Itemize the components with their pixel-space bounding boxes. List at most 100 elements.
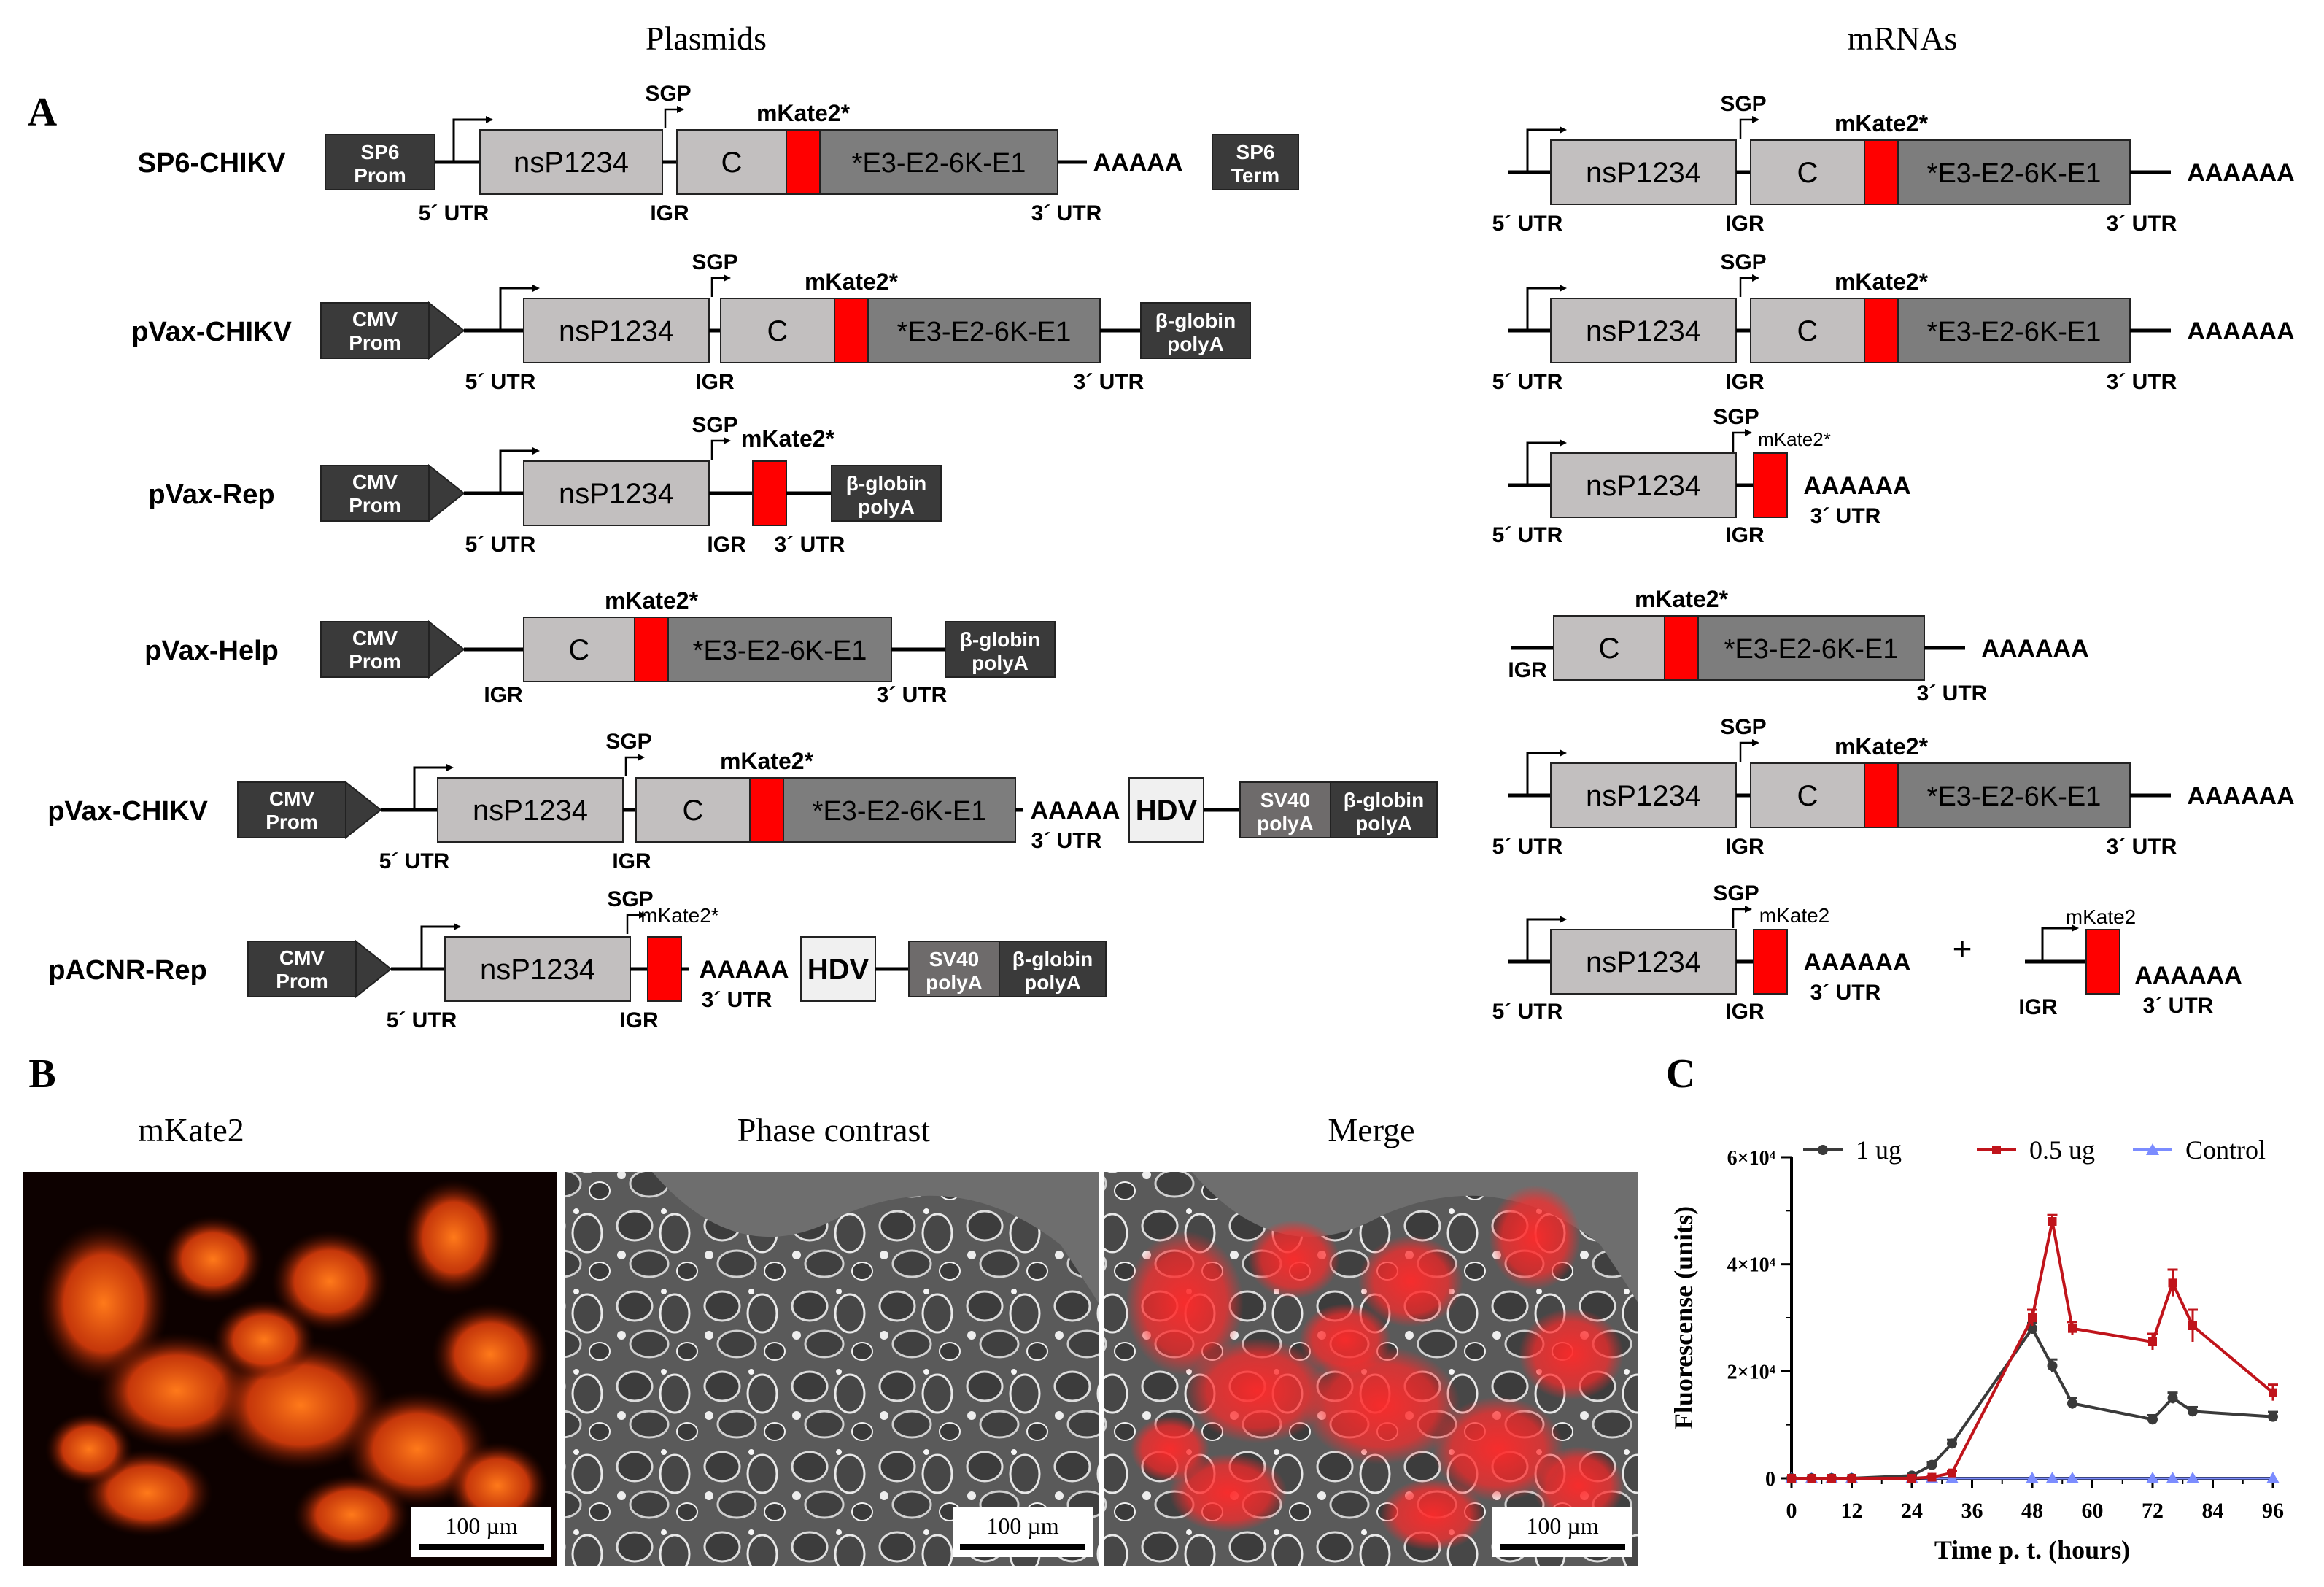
merge-fluorescent-cell <box>1126 1231 1244 1375</box>
nsp1234-label: nsP1234 <box>1586 315 1701 347</box>
utr5-label: 5´ UTR <box>1492 1000 1563 1024</box>
tss-arrow <box>420 923 461 969</box>
tss-arrow <box>1526 749 1567 795</box>
data-point <box>2066 1472 2079 1483</box>
utr5-label: 5´ UTR <box>465 370 536 394</box>
data-point <box>1926 1459 1937 1470</box>
polya-label: AAAAAA <box>1981 635 2088 663</box>
scale-bar-label: 100 µm <box>445 1513 517 1539</box>
structural-label: *E3-E2-6K-E1 <box>1927 781 2102 812</box>
data-point <box>1948 1468 1956 1478</box>
utr5-label: 5´ UTR <box>1492 212 1563 236</box>
y-tick-label: 0 <box>1765 1468 1775 1491</box>
utr3-label: 3´ UTR <box>702 988 772 1012</box>
y-tick-label: 4×10⁴ <box>1727 1254 1776 1277</box>
series-line <box>1792 1325 2274 1480</box>
beta-globin-polya <box>999 941 1107 997</box>
mkate2-box <box>1864 762 1899 828</box>
construct-name: pVax-Help <box>144 636 279 666</box>
nsp1234-box <box>479 129 663 195</box>
cmv-promoter <box>237 781 346 838</box>
data-point <box>1787 1474 1796 1483</box>
legend-entry: 1 ug <box>1803 1135 1902 1165</box>
sgp-arrow <box>664 106 684 128</box>
capsid-label: C <box>1797 315 1818 347</box>
x-tick-label: 24 <box>1901 1499 1923 1523</box>
cmv-promoter-label: Prom <box>276 970 328 992</box>
structural-label: *E3-E2-6K-E1 <box>693 636 867 666</box>
merge-fluorescent-cell <box>1533 1446 1624 1525</box>
merge-fluorescent-cell <box>1433 1397 1564 1502</box>
cmv-promoter-arrow <box>428 463 465 523</box>
mkate2-label: mKate2 <box>1759 904 1830 927</box>
sgp-label: SGP <box>692 413 737 437</box>
utr3-label: 3´ UTR <box>775 533 845 557</box>
data-point <box>2166 1472 2180 1483</box>
mkate2-box <box>1753 929 1788 995</box>
tss-arrow <box>1526 916 1567 962</box>
nsp1234-label: nsP1234 <box>480 954 595 986</box>
beta-globin-polya-label: β-globin <box>960 628 1040 651</box>
nsp1234-label: nsP1234 <box>1586 780 1701 812</box>
nsp1234-box <box>1550 762 1737 828</box>
structural-box <box>667 617 892 682</box>
sgp-label: SGP <box>645 82 691 106</box>
structural-box <box>1897 139 2131 205</box>
beta-globin-polya <box>945 621 1056 678</box>
igr-label: IGR <box>1725 212 1765 236</box>
tss-arrow <box>499 447 540 493</box>
merge-fluorescent-cell <box>1299 1303 1391 1376</box>
mkate2-box <box>749 777 784 843</box>
nsp1234-box <box>1550 139 1737 205</box>
capsid-box <box>676 129 787 195</box>
igr-label: IGR <box>612 849 651 873</box>
capsid-box <box>1750 762 1865 828</box>
phase-contrast-image <box>565 1172 1099 1566</box>
sgp-arrow <box>1739 116 1759 139</box>
mkate2-label: mKate2* <box>741 425 835 452</box>
beta-globin-polya-label: polyA <box>1024 971 1081 994</box>
fluorescent-cell <box>213 1300 315 1380</box>
utr3-label: 3´ UTR <box>2143 994 2214 1018</box>
mkate2-box <box>2085 929 2120 995</box>
nsp1234-label: nsP1234 <box>1586 470 1701 502</box>
x-tick-label: 96 <box>2262 1499 2284 1523</box>
structural-label: *E3-E2-6K-E1 <box>1724 634 1899 665</box>
plus-sign: + <box>1953 930 1972 968</box>
legend-entry: Control <box>2133 1135 2266 1165</box>
igr-label: IGR <box>1725 370 1765 394</box>
polya-label: AAAAAA <box>2134 962 2242 989</box>
data-point <box>2148 1337 2157 1346</box>
cmv-promoter-label: CMV <box>269 787 315 810</box>
mkate2-box <box>634 617 669 682</box>
mkate2-box <box>1664 615 1699 681</box>
polya-label: AAAAAA <box>2187 782 2294 810</box>
cmv-promoter <box>320 302 430 359</box>
data-point <box>2268 1411 2278 1422</box>
data-point <box>2146 1472 2159 1483</box>
mkate2-box <box>1864 139 1899 205</box>
mkate2-label: mKate2* <box>1835 733 1929 760</box>
series-0-5-ug <box>1787 1213 2278 1483</box>
utr3-label: 3´ UTR <box>2107 835 2177 859</box>
sgp-label: SGP <box>692 250 737 274</box>
polya-label: AAAAAA <box>2187 159 2294 187</box>
panel-letter-b: B <box>28 1051 55 1097</box>
merge-fluorescent-cell <box>1380 1478 1485 1551</box>
data-point <box>1827 1474 1836 1483</box>
cmv-promoter-label: CMV <box>352 471 398 493</box>
utr3-label: 3´ UTR <box>2107 212 2177 236</box>
igr-label: IGR <box>1725 1000 1765 1024</box>
sgp-label: SGP <box>1720 92 1766 116</box>
nsp1234-box <box>1550 929 1737 995</box>
mkate2-label: mKate2* <box>605 587 699 614</box>
nsp1234-label: nsP1234 <box>1586 946 1701 978</box>
tss-arrow <box>452 116 493 162</box>
mkate2-box <box>1864 298 1899 363</box>
sv40-polya <box>1239 781 1331 838</box>
mkate2-label: mKate2* <box>640 904 718 927</box>
utr5-label: 5´ UTR <box>1492 835 1563 859</box>
capsid-label: C <box>569 634 590 666</box>
tss-arrow <box>1526 126 1567 172</box>
